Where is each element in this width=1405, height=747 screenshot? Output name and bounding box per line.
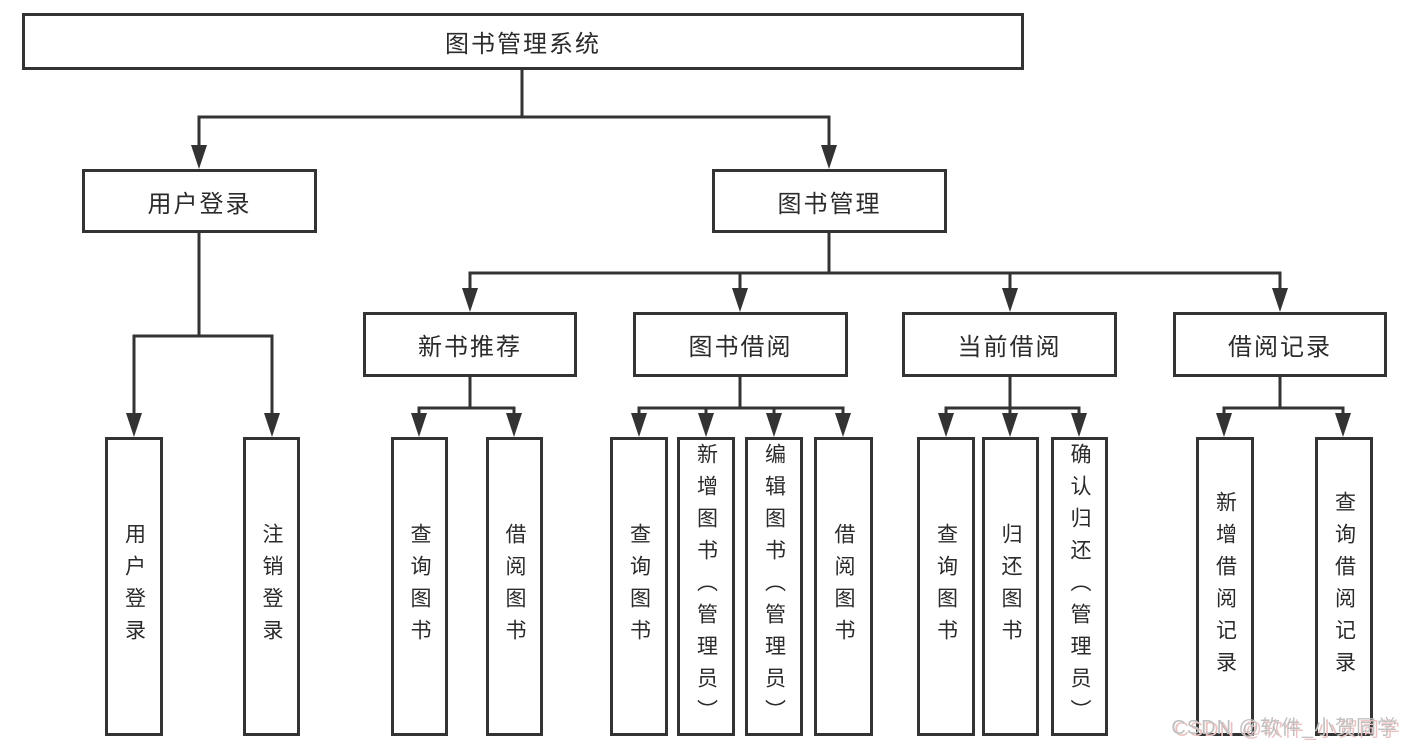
- leaf-edit-books-admin-label: 编辑图书（管理员）: [762, 442, 786, 731]
- leaf-current-query-books: 查询图书: [917, 437, 975, 736]
- node-book-borrowing: 图书借阅: [633, 312, 848, 377]
- leaf-logout-login-label: 注销登录: [260, 522, 283, 651]
- leaf-borrowing-query-books-label: 查询图书: [627, 522, 651, 651]
- leaf-confirm-return-admin: 确认归还（管理员）: [1051, 437, 1108, 736]
- leaf-add-books-admin-label: 新增图书（管理员）: [694, 442, 718, 731]
- leaf-borrowing-borrow-books-label: 借阅图书: [832, 522, 855, 651]
- node-borrowing-records-label: 借阅记录: [1228, 334, 1332, 361]
- connector-current-borrowing-children: [938, 377, 1087, 437]
- leaf-edit-books-admin: 编辑图书（管理员）: [745, 437, 803, 736]
- node-book-management: 图书管理: [712, 169, 947, 233]
- connector-borrowing-records-children: [1216, 377, 1351, 437]
- leaf-recommend-query-books-label: 查询图书: [408, 522, 431, 651]
- csdn-watermark: CSDN @软件_小贺同学: [1171, 717, 1398, 739]
- leaf-add-borrowing-record: 新增借阅记录: [1196, 437, 1254, 736]
- node-current-borrowing-label: 当前借阅: [957, 334, 1062, 361]
- connector-book-borrowing-children: [631, 377, 851, 437]
- leaf-current-query-books-label: 查询图书: [934, 522, 958, 651]
- leaf-add-books-admin: 新增图书（管理员）: [677, 437, 735, 736]
- connector-new-book-children: [411, 377, 522, 437]
- connector-book-management-children: [462, 233, 1288, 312]
- leaf-recommend-query-books: 查询图书: [391, 437, 448, 736]
- leaf-return-books: 归还图书: [982, 437, 1039, 736]
- leaf-query-borrowing-record: 查询借阅记录: [1315, 437, 1373, 736]
- leaf-add-borrowing-record-label: 新增借阅记录: [1213, 490, 1237, 683]
- leaf-user-login: 用户登录: [105, 437, 163, 736]
- node-library-management-system: 图书管理系统: [22, 13, 1024, 70]
- node-book-borrowing-label: 图书借阅: [688, 334, 793, 361]
- leaf-borrowing-query-books: 查询图书: [610, 437, 668, 736]
- leaf-query-borrowing-record-label: 查询借阅记录: [1332, 490, 1356, 683]
- node-user-login-branch-label: 用户登录: [147, 190, 252, 218]
- connector-user-login-children: [126, 233, 280, 437]
- node-new-book-recommendation-label: 新书推荐: [418, 334, 522, 361]
- node-book-management-label: 图书管理: [777, 190, 882, 218]
- leaf-borrowing-borrow-books: 借阅图书: [814, 437, 873, 736]
- leaf-recommend-borrow-books-label: 借阅图书: [503, 522, 526, 651]
- node-current-borrowing: 当前借阅: [902, 312, 1117, 377]
- leaf-user-login-label: 用户登录: [122, 522, 146, 651]
- leaf-logout-login: 注销登录: [243, 437, 300, 736]
- leaf-recommend-borrow-books: 借阅图书: [486, 437, 543, 736]
- leaf-confirm-return-admin-label: 确认归还（管理员）: [1068, 442, 1091, 731]
- connector-root-to-level2: [191, 70, 837, 169]
- node-new-book-recommendation: 新书推荐: [363, 312, 577, 377]
- node-borrowing-records: 借阅记录: [1173, 312, 1387, 377]
- node-library-management-system-label: 图书管理系统: [445, 31, 601, 58]
- node-user-login-branch: 用户登录: [82, 169, 317, 233]
- leaf-return-books-label: 归还图书: [999, 522, 1022, 651]
